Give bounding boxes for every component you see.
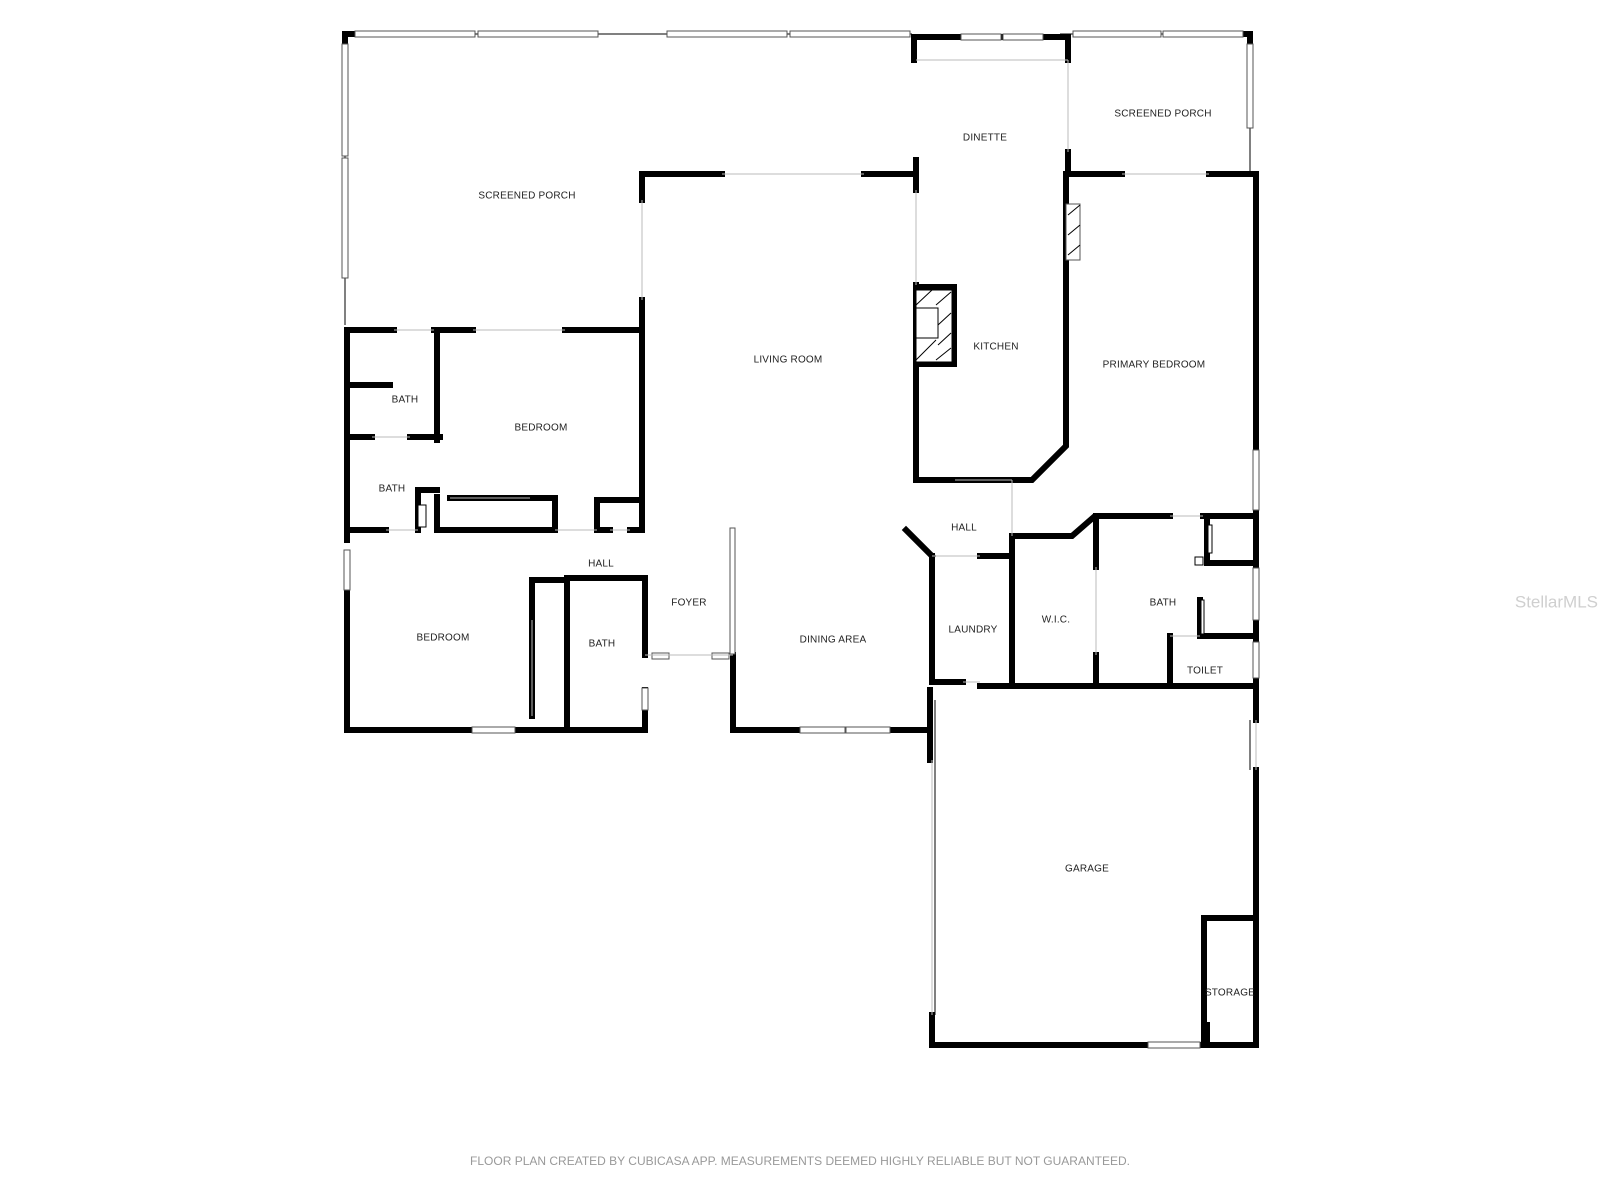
room-label-bedroom-upper: BEDROOM bbox=[514, 423, 567, 434]
room-label-garage: GARAGE bbox=[1065, 864, 1109, 875]
room-label-bath-lower: BATH bbox=[589, 639, 616, 650]
room-label-bath-middle-left: BATH bbox=[379, 484, 406, 495]
room-labels: SCREENED PORCH DINETTE SCREENED PORCH LI… bbox=[379, 109, 1255, 999]
room-label-dining-area: DINING AREA bbox=[800, 635, 867, 646]
room-label-bedroom-lower: BEDROOM bbox=[416, 633, 469, 644]
room-label-dinette: DINETTE bbox=[963, 133, 1007, 144]
footer-disclaimer: FLOOR PLAN CREATED BY CUBICASA APP. MEAS… bbox=[470, 1154, 1130, 1168]
room-label-bath-upper-left: BATH bbox=[392, 395, 419, 406]
room-label-kitchen: KITCHEN bbox=[973, 342, 1018, 353]
room-label-living-room: LIVING ROOM bbox=[754, 355, 823, 366]
room-label-foyer: FOYER bbox=[671, 598, 706, 609]
room-label-primary-bedroom: PRIMARY BEDROOM bbox=[1103, 360, 1206, 371]
walls bbox=[342, 31, 1259, 1048]
room-label-laundry: LAUNDRY bbox=[948, 625, 997, 636]
windows bbox=[341, 30, 1260, 1049]
room-label-bath-primary: BATH bbox=[1150, 598, 1177, 609]
room-label-hall-left: HALL bbox=[588, 559, 614, 570]
porch-screen-lines bbox=[344, 33, 1251, 1015]
door-openings bbox=[372, 59, 1257, 1015]
fireplace-hatch bbox=[915, 204, 1081, 363]
watermark-text: StellarMLS bbox=[1515, 592, 1598, 611]
room-label-wic: W.I.C. bbox=[1042, 615, 1070, 626]
room-label-screened-porch-left: SCREENED PORCH bbox=[478, 191, 575, 202]
room-label-toilet: TOILET bbox=[1187, 666, 1223, 677]
room-label-screened-porch-right: SCREENED PORCH bbox=[1114, 109, 1211, 120]
room-label-hall-center: HALL bbox=[951, 523, 977, 534]
bath-fixtures bbox=[417, 504, 1213, 635]
room-label-storage: STORAGE bbox=[1205, 988, 1255, 999]
